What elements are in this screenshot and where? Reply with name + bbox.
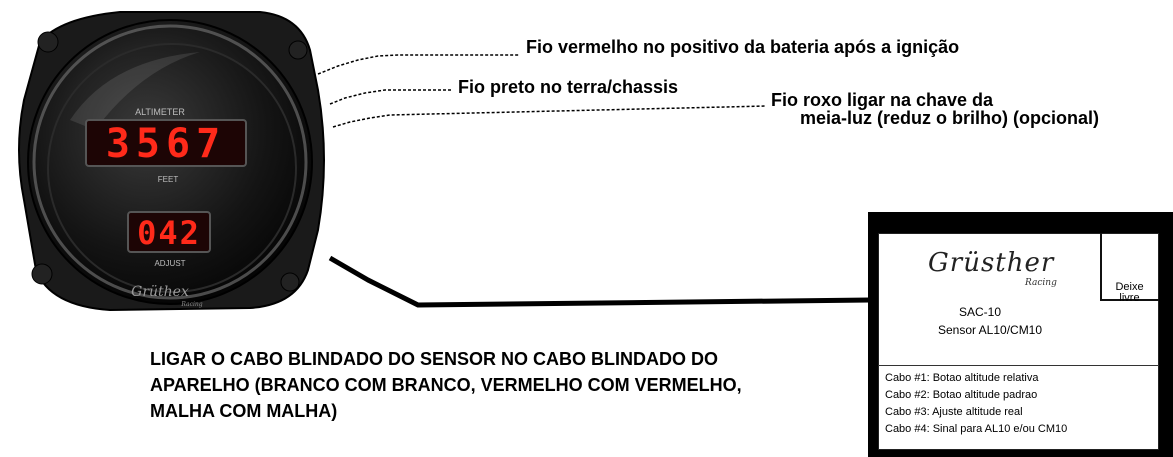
sensor-cable-item: Cabo #2: Botao altitude padrao [885,389,1038,401]
sensor-model: SAC-10 [958,305,1002,319]
gauge-adjust-label: ADJUST [154,259,185,268]
mount-ear-bottom-right [280,272,300,292]
connection-instructions: LIGAR O CABO BLINDADO DO SENSOR NO CABO … [150,346,742,424]
instructions-line-2: APARELHO (BRANCO COM BRANCO, VERMELHO CO… [150,375,742,395]
gauge-bezel-highlight [32,24,308,300]
gauge-unit-label: FEET [158,175,179,184]
purple-wire-label-line2: meia-luz (reduz o brilho) (opcional) [800,108,1099,128]
sensor-logo: Grüsther [928,248,1055,278]
gauge-device: ALTIMETER 3567 FEET 042 ADJUST Grüthex R… [18,11,325,312]
leave-free-label: Deixe livre [1100,282,1159,304]
gauge-glass-reflection [70,52,200,130]
leave-free-label-line1: Deixe [1115,281,1144,293]
leave-free-label-line2: livre [1119,292,1140,304]
wire-black-leader [329,89,452,105]
adjust-display [127,211,211,253]
sensor-cable-item: Cabo #4: Sinal para AL10 e/ou CM10 [885,423,1068,435]
shielded-cable [328,255,871,308]
main-reading: 3567 [106,121,226,167]
sensor-cable-list: Cabo #1: Botao altitude relativa Cabo #2… [885,370,1067,438]
mount-ear-top-right [288,40,308,60]
sensor-divider [878,365,1159,366]
mount-ear-bottom-left [31,263,53,285]
gauge-brand: Grüthex [131,284,189,300]
mount-ear-top-left [37,31,59,53]
black-wire-label: Fio preto no terra/chassis [458,77,679,97]
adjust-reading: 042 [137,214,201,252]
wire-purple-leader [332,105,767,128]
wire-red-leader [317,54,520,75]
purple-wire-label-line1: Fio roxo ligar na chave da [771,90,994,110]
sensor-name: Sensor AL10/CM10 [937,323,1043,337]
sensor-logo-sub: Racing [1025,278,1057,288]
sensor-cable-item: Cabo #1: Botao altitude relativa [885,372,1039,384]
gauge-top-label: ALTIMETER [135,107,185,117]
gauge-brand-sub: Racing [180,301,202,308]
red-wire-label: Fio vermelho no positivo da bateria após… [526,37,960,57]
gauge-face [47,43,297,293]
leave-free-box [1100,233,1159,301]
main-display [85,119,247,167]
instructions-line-1: LIGAR O CABO BLINDADO DO SENSOR NO CABO … [150,349,719,369]
sensor-label-panel [878,233,1159,450]
instructions-line-3: MALHA COM MALHA) [150,401,338,421]
sensor-cable-item: Cabo #3: Ajuste altitude real [885,406,1023,418]
